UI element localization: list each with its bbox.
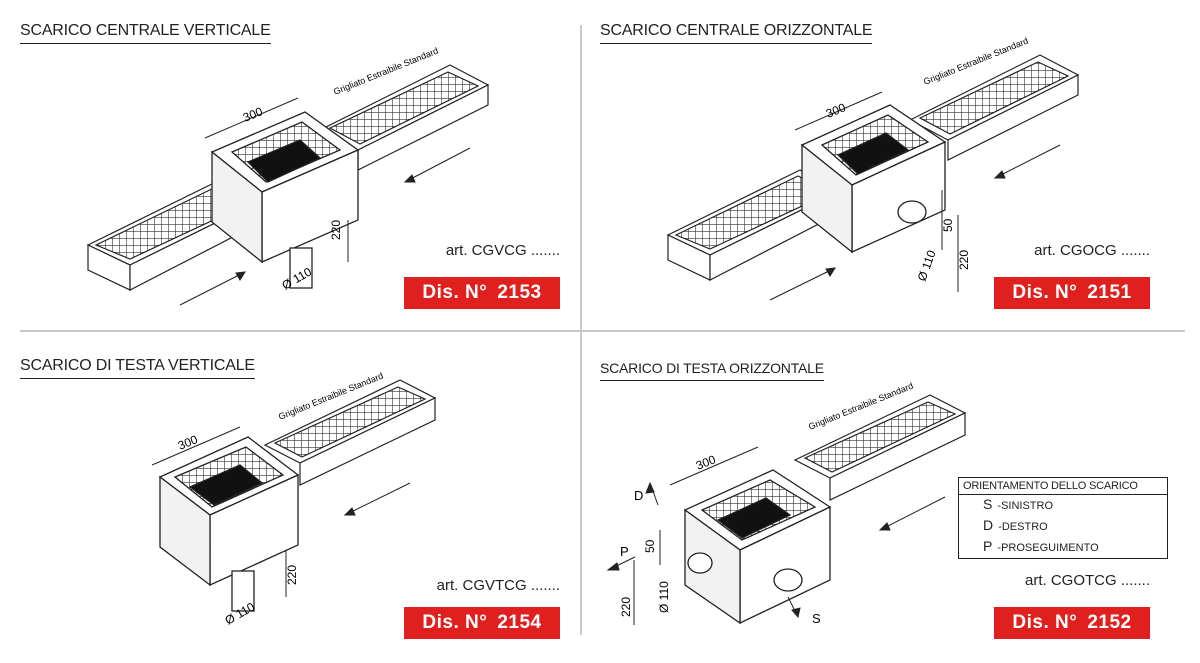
horizontal-divider (20, 330, 1185, 332)
central-sump (800, 104, 947, 254)
panel-title: SCARICO CENTRALE VERTICALE (20, 22, 271, 44)
panel-central-vertical: 300 220 Ø 110 Grigliato Estraibile Stand… (0, 0, 580, 328)
legend-key: S (983, 496, 993, 512)
dis-label: Dis. N° (422, 282, 488, 303)
dis-label: Dis. N° (1012, 612, 1078, 633)
drawing-end-horizontal: 300 50 220 Ø 110 Grigliato Estraibile St… (606, 381, 967, 626)
dim-width-line (151, 426, 241, 466)
drawing-number-badge: Dis. N° 2152 (994, 607, 1150, 639)
panel-title: SCARICO CENTRALE ORIZZONTALE (600, 22, 873, 44)
channel-left (666, 169, 844, 281)
direction-d: D (634, 488, 643, 503)
dim-height: 220 (957, 250, 971, 270)
panel-end-horizontal: 300 50 220 Ø 110 Grigliato Estraibile St… (590, 335, 1170, 663)
drawing-number-badge: Dis. N° 2153 (404, 277, 560, 309)
dis-number: 2153 (497, 282, 542, 303)
legend-item: S -SINISTRO (959, 495, 1167, 516)
dim-diameter: Ø 110 (915, 248, 939, 283)
drawing-central-horizontal: 300 50 220 Ø 110 Grigliato Estraibile St… (666, 36, 1080, 301)
dis-label: Dis. N° (422, 612, 488, 633)
legend-label: -DESTRO (998, 521, 1048, 533)
dim-offset: 50 (941, 218, 955, 232)
dim-diameter: Ø 110 (657, 581, 671, 613)
drawing-number-badge: Dis. N° 2151 (994, 277, 1150, 309)
legend-key: P (983, 538, 993, 554)
channel-right (318, 64, 490, 171)
channel-right (793, 394, 967, 501)
panel-central-horizontal: 300 50 220 Ø 110 Grigliato Estraibile St… (590, 0, 1170, 328)
legend-label: -SINISTRO (997, 500, 1054, 512)
orientation-legend: ORIENTAMENTO DELLO SCARICO S -SINISTRO D… (958, 477, 1168, 559)
panel-title: SCARICO DI TESTA VERTICALE (20, 357, 255, 379)
dis-number: 2152 (1087, 612, 1132, 633)
article-code: art. CGOTCG ....... (1024, 572, 1150, 589)
flow-arrows (606, 481, 946, 619)
dim-width: 300 (694, 452, 718, 473)
dim-height: 220 (285, 565, 299, 585)
legend-title: ORIENTAMENTO DELLO SCARICO (959, 478, 1167, 495)
drawing-number-badge: Dis. N° 2154 (404, 607, 560, 639)
dis-number: 2154 (497, 612, 542, 633)
legend-label: -PROSEGUIMENTO (997, 542, 1099, 554)
article-code: art. CGVCG ....... (445, 242, 560, 259)
central-sump (210, 111, 360, 289)
flow-arrows (769, 144, 1061, 301)
channel-right (263, 379, 437, 486)
dim-width-line (794, 91, 883, 131)
dim-height: 220 (619, 597, 633, 617)
dim-offset: 50 (643, 539, 657, 553)
drawing-central-vertical: 300 220 Ø 110 Grigliato Estraibile Stand… (86, 46, 490, 306)
legend-item: D -DESTRO (959, 516, 1167, 537)
flow-arrows (343, 482, 411, 516)
dis-number: 2151 (1087, 282, 1132, 303)
direction-p: P (620, 544, 629, 559)
legend-key: D (983, 517, 994, 533)
dim-width: 300 (824, 100, 848, 121)
end-sump (683, 469, 832, 625)
dim-width-line (669, 446, 759, 486)
panel-title: SCARICO DI TESTA ORIZZONTALE (600, 359, 824, 381)
dis-label: Dis. N° (1012, 282, 1078, 303)
article-code: art. CGVTCG ....... (436, 577, 560, 594)
direction-s: S (812, 611, 821, 626)
flow-arrows (179, 147, 471, 306)
panel-end-vertical: 300 220 Ø 110 Grigliato Estraibile Stand… (0, 335, 580, 663)
channel-right (908, 54, 1080, 161)
end-sump (158, 436, 300, 612)
drawing-end-vertical: 300 220 Ø 110 Grigliato Estraibile Stand… (151, 371, 437, 628)
dim-width: 300 (241, 104, 265, 125)
dim-height: 220 (329, 220, 343, 240)
article-code: art. CGOCG ....... (1034, 242, 1150, 259)
legend-item: P -PROSEGUIMENTO (959, 537, 1167, 558)
dim-width: 300 (176, 432, 200, 453)
dim-width-line (204, 97, 299, 139)
